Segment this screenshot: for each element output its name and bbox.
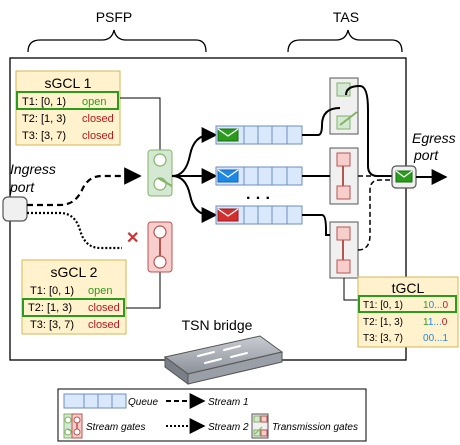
queue-3 bbox=[215, 205, 303, 225]
stream-gate-1 bbox=[147, 149, 173, 197]
sgcl2-title: sGCL 2 bbox=[51, 264, 98, 280]
gate1-to-egress bbox=[345, 84, 392, 177]
tgcl-title: tGCL bbox=[392, 280, 425, 296]
stream1-path bbox=[27, 167, 142, 207]
tas-brace bbox=[287, 29, 403, 53]
green-envelope-icon bbox=[217, 128, 239, 142]
bridge-label: TSN bridge bbox=[182, 317, 253, 333]
tgcl-connector bbox=[343, 278, 358, 301]
legend-transmission-gates-label: Transmission gates bbox=[272, 422, 358, 433]
blue-envelope-icon bbox=[217, 169, 239, 183]
sgcl1-row2-time: T2: [1, 3) bbox=[22, 113, 66, 125]
queue-1 bbox=[215, 125, 303, 145]
sgcl2-row2-state: closed bbox=[88, 302, 120, 314]
transmission-gate-3 bbox=[329, 221, 359, 279]
sgcl1-title: sGCL 1 bbox=[45, 75, 92, 91]
sgcl1-row3-state: closed bbox=[82, 130, 114, 142]
sgcl1-row3-time: T3: [3, 7) bbox=[22, 130, 66, 142]
q1-to-gate bbox=[302, 107, 341, 136]
sgcl2-box: sGCL 2 T1: [0, 1) open T2: [1, 3) closed… bbox=[21, 259, 127, 335]
legend-queue-label: Queue bbox=[128, 397, 158, 408]
tgcl-row2-time: T2: [1, 3) bbox=[363, 317, 403, 328]
legend: Queue Stream 1 Stream gates Stream 2 Tra… bbox=[57, 388, 367, 442]
sgcl2-row3-time: T3: [3, 7) bbox=[30, 319, 74, 331]
egress-port-icon bbox=[391, 165, 417, 189]
tgcl-row1-time: T1: [0, 1) bbox=[363, 300, 403, 311]
sgcl1-active-row-highlight bbox=[16, 91, 119, 110]
ingress-label-2: port bbox=[9, 179, 35, 195]
ingress-label: Ingress bbox=[10, 161, 56, 177]
sgcl2-row3-state: closed bbox=[88, 319, 120, 331]
legend-stream-gates-label: Stream gates bbox=[86, 422, 145, 433]
sgcl1-row1-state: open bbox=[82, 96, 106, 108]
sgcl2-row1-state: open bbox=[88, 285, 112, 297]
q3-to-gate bbox=[302, 214, 330, 236]
red-envelope-icon bbox=[217, 208, 239, 222]
legend-queue-icon bbox=[63, 393, 127, 409]
legend-stream1-label: Stream 1 bbox=[208, 397, 249, 408]
tgcl-active-row-highlight bbox=[358, 295, 457, 313]
stream2-path bbox=[27, 211, 122, 250]
queue-ellipsis: · · · bbox=[246, 190, 271, 207]
tas-label: TAS bbox=[333, 9, 359, 25]
gate3-to-egress bbox=[357, 179, 392, 251]
switch-device-icon bbox=[163, 335, 284, 385]
egress-label-2: port bbox=[413, 147, 439, 163]
sgcl1-connector bbox=[120, 97, 161, 150]
ingress-port-icon bbox=[2, 196, 28, 222]
sgcl2-connector bbox=[126, 272, 161, 309]
legend-transmission-gate-icon bbox=[251, 413, 269, 439]
to-queue-3 bbox=[171, 175, 218, 223]
egress-label: Egress bbox=[412, 130, 456, 146]
sgcl2-row1-time: T1: [0, 1) bbox=[30, 285, 74, 297]
queue-2 bbox=[215, 166, 303, 186]
psfp-label: PSFP bbox=[96, 9, 133, 25]
tgcl-row1-states: 10...0 bbox=[423, 300, 448, 311]
legend-stream2-label: Stream 2 bbox=[208, 422, 249, 433]
drop-x-icon: ✕ bbox=[126, 230, 139, 247]
tgcl-box: tGCL T1: [0, 1) 10...0 T2: [1, 3) 11...0… bbox=[357, 276, 459, 348]
sgcl2-row2-time: T2: [1, 3) bbox=[28, 302, 72, 314]
tgcl-row3-states: 00...1 bbox=[423, 333, 448, 344]
tgcl-row3-time: T3: [3, 7) bbox=[363, 333, 403, 344]
psfp-brace bbox=[27, 29, 207, 53]
sgcl1-row1-time: T1: [0, 1) bbox=[22, 96, 66, 108]
to-queue-1 bbox=[171, 127, 218, 177]
stream-gate-2 bbox=[147, 221, 173, 273]
tgcl-row2-states: 11...0 bbox=[423, 317, 448, 328]
sgcl1-row2-state: closed bbox=[82, 113, 114, 125]
sgcl2-active-row-highlight bbox=[22, 298, 125, 317]
transmission-gate-2 bbox=[329, 147, 359, 205]
legend-stream-gate-icon bbox=[63, 413, 83, 439]
sgcl1-box: sGCL 1 T1: [0, 1) open T2: [1, 3) closed… bbox=[15, 70, 121, 146]
